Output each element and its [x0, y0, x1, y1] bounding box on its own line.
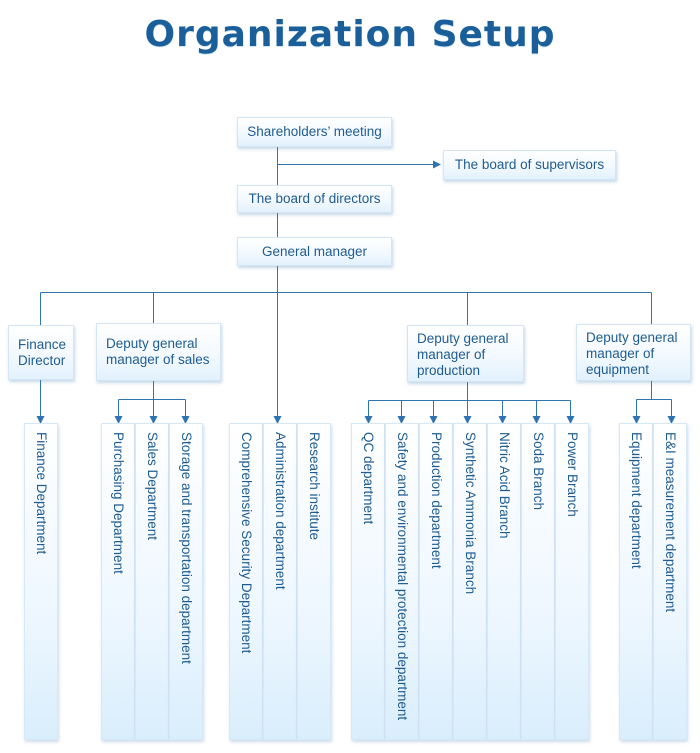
dept-label: Storage and transportation department: [179, 432, 194, 664]
dept-storage-transportation-department: Storage and transportation department: [169, 423, 203, 740]
node-board-of-supervisors: The board of supervisors: [443, 150, 616, 180]
dept-label: Purchasing Department: [111, 432, 126, 574]
page-title: Organization Setup: [144, 14, 556, 55]
dept-label: Safety and environmental protection depa…: [395, 432, 410, 721]
dept-research-institute: Research institute: [297, 423, 331, 740]
dept-soda-branch: Soda Branch: [521, 423, 555, 740]
dept-label: Research institute: [307, 432, 322, 541]
node-deputy-gm-production: Deputy general manager of production: [407, 325, 524, 382]
dept-administration-department: Administration department: [263, 423, 297, 740]
dept-label: Synthetic Ammonia Branch: [463, 432, 478, 595]
dept-ei-measurement-department: E&I measurement department: [653, 423, 687, 740]
dept-safety-environmental-department: Safety and environmental protection depa…: [385, 423, 419, 740]
dept-nitric-acid-branch: Nitric Acid Branch: [487, 423, 521, 740]
dept-comprehensive-security-department: Comprehensive Security Department: [229, 423, 263, 740]
dept-purchasing-department: Purchasing Department: [101, 423, 135, 740]
dept-label: QC department: [361, 432, 376, 525]
node-board-of-directors: The board of directors: [237, 185, 392, 213]
dept-label: Comprehensive Security Department: [239, 432, 254, 654]
dept-equipment-department: Equipment department: [619, 423, 653, 740]
dept-synthetic-ammonia-branch: Synthetic Ammonia Branch: [453, 423, 487, 740]
dept-label: Soda Branch: [531, 432, 546, 511]
node-deputy-gm-sales: Deputy general manager of sales: [96, 323, 221, 381]
dept-label: Equipment department: [629, 432, 644, 569]
dept-power-branch: Power Branch: [555, 423, 589, 740]
dept-label: Sales Department: [145, 432, 160, 541]
dept-label: Finance Department: [34, 432, 49, 555]
dept-label: Power Branch: [565, 432, 580, 517]
dept-production-department: Production department: [419, 423, 453, 740]
dept-label: Administration department: [273, 432, 288, 590]
dept-label: Production department: [429, 432, 444, 569]
node-general-manager: General manager: [237, 237, 392, 266]
dept-label: E&I measurement department: [663, 432, 678, 613]
dept-qc-department: QC department: [351, 423, 385, 740]
dept-label: Nitric Acid Branch: [497, 432, 512, 539]
dept-finance-department: Finance Department: [24, 423, 58, 740]
node-deputy-gm-equipment: Deputy general manager of equipment: [576, 324, 691, 381]
node-shareholders-meeting: Shareholders’ meeting: [237, 117, 392, 147]
dept-sales-department: Sales Department: [135, 423, 169, 740]
node-finance-director: Finance Director: [8, 325, 74, 380]
